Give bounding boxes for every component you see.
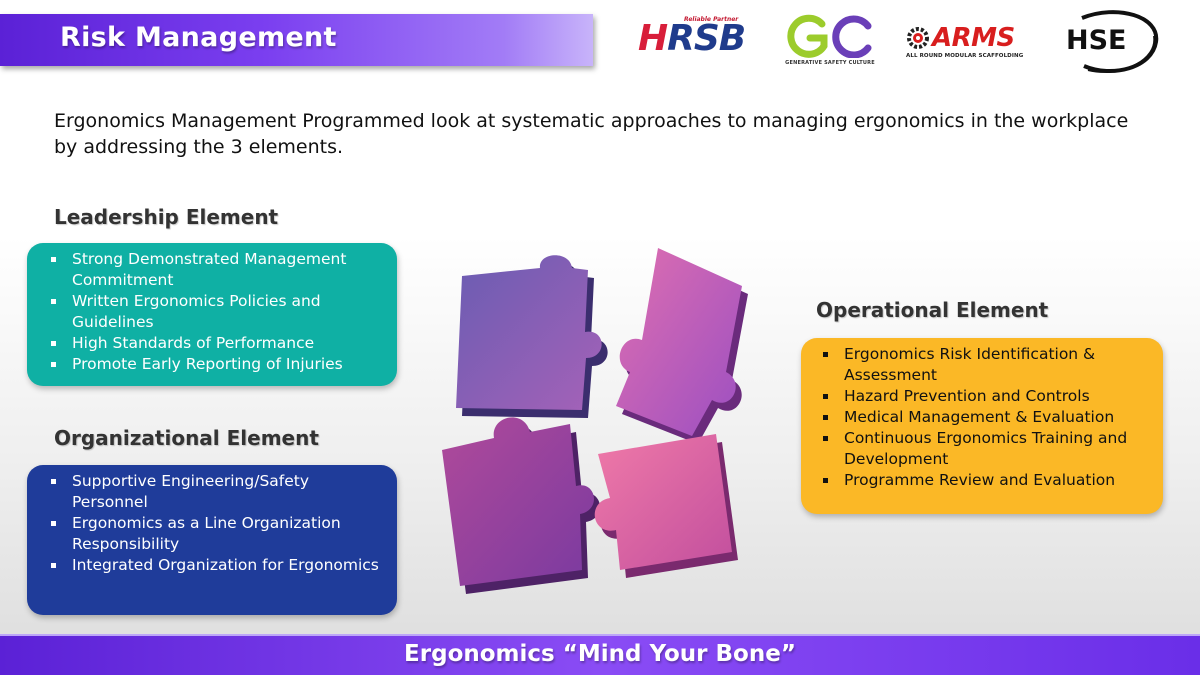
list-item: Promote Early Reporting of Injuries [49, 354, 383, 375]
organizational-box: Supportive Engineering/Safety Personnel … [27, 465, 397, 615]
bullet-icon [823, 478, 828, 483]
list-item-text: Medical Management & Evaluation [844, 408, 1115, 426]
list-item: Ergonomics as a Line Organization Respon… [49, 513, 383, 555]
list-item-text: Written Ergonomics Policies and Guidelin… [72, 292, 321, 331]
bullet-icon [51, 299, 56, 304]
footer-bar: Ergonomics “Mind Your Bone” [0, 634, 1200, 675]
puzzle-piece-bottom-left [442, 417, 600, 594]
list-item-text: Hazard Prevention and Controls [844, 387, 1090, 405]
bullet-icon [51, 341, 56, 346]
list-item: Ergonomics Risk Identification & Assessm… [821, 344, 1149, 386]
leadership-list: Strong Demonstrated Management Commitmen… [49, 249, 383, 375]
list-item-text: Ergonomics as a Line Organization Respon… [72, 514, 341, 553]
puzzle-pieces-icon [442, 248, 748, 594]
arms-logo: ARMS ALL ROUND MODULAR SCAFFOLDING [906, 24, 1046, 59]
gear-icon [907, 27, 929, 49]
list-item-text: Integrated Organization for Ergonomics [72, 556, 379, 574]
list-item-text: Continuous Ergonomics Training and Devel… [844, 429, 1128, 468]
logo-strip: Reliable Partner HRSB GENERATIVE SAFETY … [636, 8, 1196, 78]
bullet-icon [51, 563, 56, 568]
intro-text: Ergonomics Management Programmed look at… [54, 110, 1129, 158]
header-bar: Risk Management [0, 14, 593, 66]
list-item-text: Strong Demonstrated Management Commitmen… [72, 250, 347, 289]
list-item-text: Programme Review and Evaluation [844, 471, 1116, 489]
organizational-list: Supportive Engineering/Safety Personnel … [49, 471, 383, 576]
list-item: Written Ergonomics Policies and Guidelin… [49, 291, 383, 333]
list-item-text: High Standards of Performance [72, 334, 315, 352]
puzzle-piece-top-right [616, 248, 748, 444]
list-item: Strong Demonstrated Management Commitmen… [49, 249, 383, 291]
bullet-icon [51, 521, 56, 526]
puzzle-piece-top-left [456, 255, 608, 418]
list-item: Programme Review and Evaluation [821, 470, 1149, 491]
gc-mark-icon [787, 14, 872, 58]
bullet-icon [823, 415, 828, 420]
list-item: Integrated Organization for Ergonomics [49, 555, 383, 576]
bullet-icon [823, 352, 828, 357]
hse-swoosh-icon [1081, 10, 1159, 74]
list-item-text: Supportive Engineering/Safety Personnel [72, 472, 310, 511]
bullet-icon [823, 436, 828, 441]
leadership-box: Strong Demonstrated Management Commitmen… [27, 243, 397, 386]
list-item-text: Promote Early Reporting of Injuries [72, 355, 343, 373]
bullet-icon [51, 257, 56, 262]
list-item-text: Ergonomics Risk Identification & Assessm… [844, 345, 1096, 384]
list-item: Supportive Engineering/Safety Personnel [49, 471, 383, 513]
operational-box: Ergonomics Risk Identification & Assessm… [801, 338, 1163, 514]
hse-logo: HSE [1062, 8, 1162, 76]
hrsb-tagline: Reliable Partner [684, 16, 739, 23]
gc-tagline: GENERATIVE SAFETY CULTURE [785, 60, 875, 66]
puzzle-piece-bottom-right [594, 434, 738, 578]
operational-list: Ergonomics Risk Identification & Assessm… [821, 344, 1149, 491]
list-item: High Standards of Performance [49, 333, 383, 354]
organizational-heading: Organizational Element [54, 426, 319, 450]
gc-logo: GENERATIVE SAFETY CULTURE [782, 14, 878, 66]
page-title: Risk Management [60, 22, 337, 53]
arms-wordmark: ARMS [932, 23, 1015, 53]
bullet-icon [51, 362, 56, 367]
footer-slogan: Ergonomics “Mind Your Bone” [404, 641, 796, 667]
bullet-icon [51, 479, 56, 484]
list-item: Continuous Ergonomics Training and Devel… [821, 428, 1149, 470]
hrsb-wordmark: HRSB [638, 18, 746, 59]
hse-wordmark: HSE [1066, 25, 1127, 56]
hrsb-logo: Reliable Partner HRSB [638, 16, 746, 59]
arms-tagline: ALL ROUND MODULAR SCAFFOLDING [906, 53, 1024, 59]
list-item: Medical Management & Evaluation [821, 407, 1149, 428]
operational-heading: Operational Element [816, 298, 1049, 322]
list-item: Hazard Prevention and Controls [821, 386, 1149, 407]
bullet-icon [823, 394, 828, 399]
leadership-heading: Leadership Element [54, 205, 279, 229]
